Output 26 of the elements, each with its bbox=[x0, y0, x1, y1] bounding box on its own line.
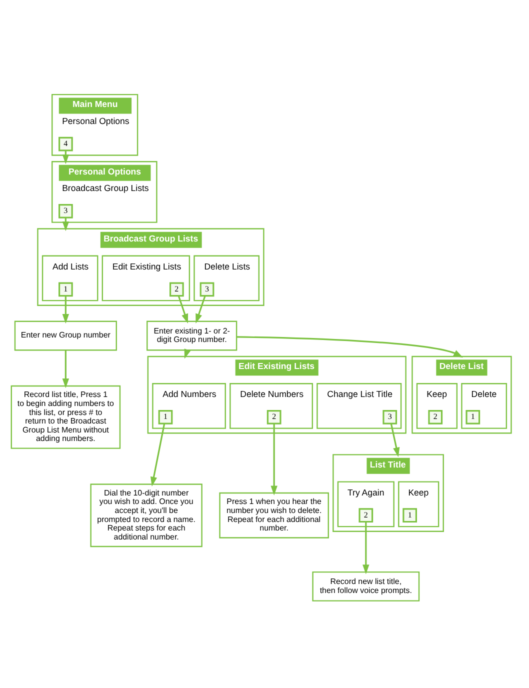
node-box: 4 bbox=[58, 136, 73, 151]
node-box: 2 bbox=[358, 508, 374, 522]
arrow bbox=[362, 521, 370, 574]
arrow bbox=[62, 350, 70, 388]
arrow bbox=[178, 295, 188, 323]
node-box: 2 bbox=[169, 282, 184, 296]
arrow bbox=[62, 296, 70, 324]
node-box: 3 bbox=[200, 282, 214, 296]
node-box: 2 bbox=[266, 409, 282, 424]
node-box: Enter new Group number bbox=[14, 320, 117, 350]
node-box: Record new list title, then follow voice prompts. bbox=[312, 570, 420, 601]
node-box: 1 bbox=[466, 409, 480, 424]
arrow bbox=[150, 423, 166, 486]
node-box: 1 bbox=[402, 508, 417, 522]
node-box: 2 bbox=[428, 409, 443, 424]
arrow bbox=[390, 423, 400, 457]
node-box: Dial the 10-digit number you wish to add. Once you accept it, you'll be prompted to record a name. Repeat steps for each additional number. bbox=[90, 483, 202, 547]
node-box: 1 bbox=[158, 409, 173, 424]
node-box: 3 bbox=[58, 203, 73, 218]
node-box: Press 1 when you hear the number you wish to delete. Repeat for each additional number. bbox=[219, 492, 329, 538]
node-box: Record list title, Press 1 to begin adding numbers to this list, or press # to return to the Broadcast Group List Menu without adding numbers. bbox=[10, 384, 121, 448]
arrow bbox=[236, 336, 464, 358]
arrow bbox=[270, 423, 278, 495]
node-box: 3 bbox=[382, 409, 398, 424]
node-box: 1 bbox=[58, 282, 73, 296]
arrow bbox=[196, 295, 206, 323]
